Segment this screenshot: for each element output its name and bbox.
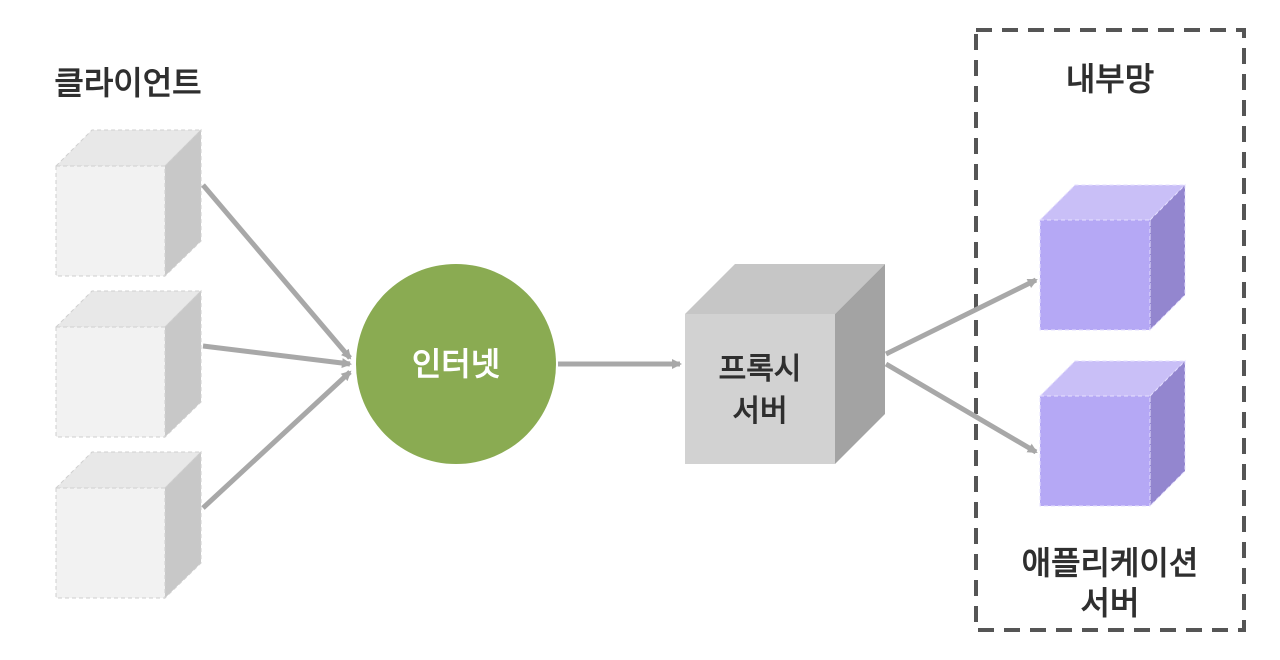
client-cube-2-front	[55, 326, 166, 438]
client-cube-3-front	[55, 487, 166, 599]
proxy-server-cube	[685, 264, 885, 464]
app-server-label-line2: 서버	[1081, 584, 1140, 622]
arrow-client2-internet	[202, 343, 352, 368]
client-cube-1	[54, 128, 203, 278]
proxy-cube-side	[835, 264, 885, 464]
internet-node	[356, 264, 556, 464]
app-server-label-line1: 애플리케이션	[1022, 544, 1199, 582]
arrow-proxy-app1	[884, 277, 1038, 357]
proxy-cube-front	[685, 314, 835, 464]
arrow-proxy-app2	[884, 361, 1038, 455]
connection-arrows	[201, 183, 1038, 510]
proxy-cube-top	[685, 264, 885, 314]
app-cube-1-front	[1039, 219, 1151, 331]
client-cube-2	[54, 289, 203, 439]
internal-network-label: 내부망	[1066, 60, 1154, 98]
client-cube-3	[54, 450, 203, 600]
arrow-client3-internet	[201, 370, 352, 510]
proxy-label-line2: 서버	[732, 394, 787, 429]
internet-label: 인터넷	[412, 345, 500, 383]
app-cube-2-front	[1039, 395, 1151, 507]
internal-network-boundary	[974, 28, 1246, 632]
app-server-cube-2	[1038, 359, 1187, 508]
proxy-label-line1: 프록시	[719, 352, 802, 387]
arrow-client1-internet	[201, 183, 352, 360]
app-server-cube-1	[1038, 183, 1187, 332]
clients-label: 클라이언트	[54, 64, 201, 102]
client-cube-1-front	[55, 165, 166, 277]
